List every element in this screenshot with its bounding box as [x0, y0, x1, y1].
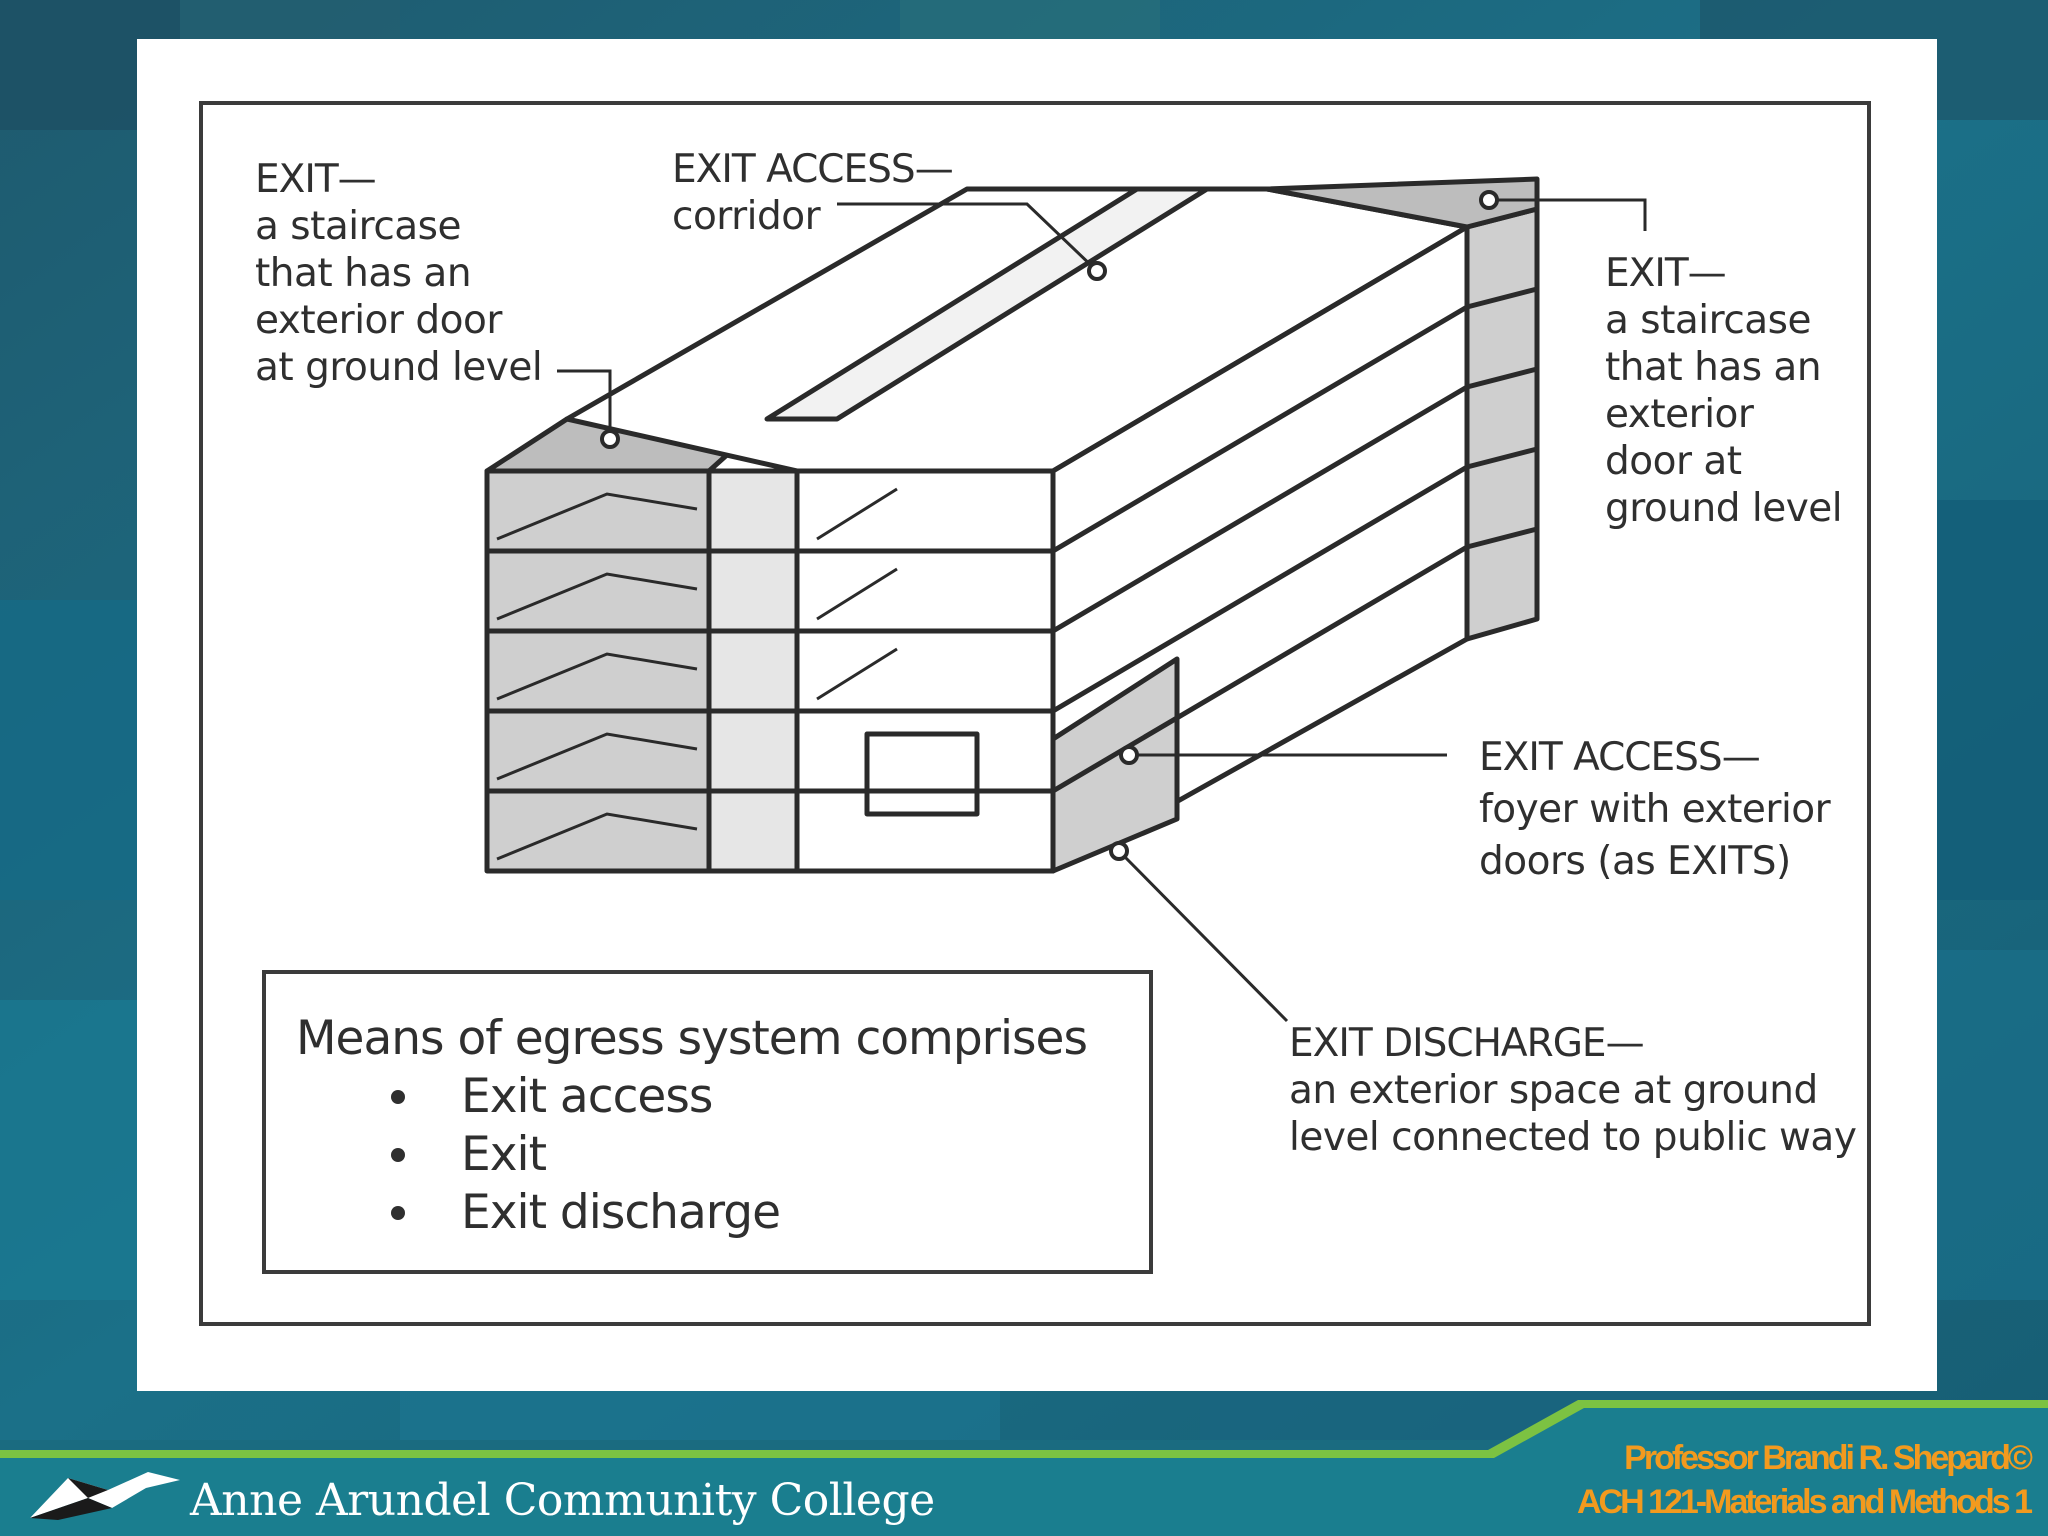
- corridor-front-face: [706, 468, 800, 874]
- footer-band: [0, 1400, 2048, 1536]
- label-exit-discharge-line: an exterior space at ground: [1289, 1068, 1818, 1113]
- label-exit-left: EXIT— a staircase that has an exterior d…: [255, 156, 543, 391]
- egress-building-illustration: [484, 176, 1647, 1023]
- course-title: ACH 121-Materials and Methods 1: [1576, 1483, 2033, 1521]
- summary-item-text: Exit: [461, 1127, 547, 1182]
- callout-dot-foyer: [1119, 745, 1139, 765]
- label-exit-left-line: that has an: [255, 251, 472, 296]
- summary-title: Means of egress system comprises: [296, 1011, 1088, 1066]
- slide-footer: Anne Arundel Community College Professor…: [0, 1400, 2048, 1536]
- seagull-logo-icon: [30, 1472, 180, 1520]
- callout-dot-corridor: [1087, 261, 1107, 281]
- summary-box: Means of egress system comprises Exit ac…: [262, 970, 1153, 1274]
- label-exit-right-line: exterior: [1605, 392, 1754, 437]
- callout-dot-exit-left: [600, 429, 620, 449]
- leader-exit-access-corridor: [837, 202, 1099, 273]
- label-exit-access-foyer: EXIT ACCESS— foyer with exterior doors (…: [1479, 732, 1831, 888]
- slide-card: EXIT— a staircase that has an exterior d…: [137, 39, 1937, 1391]
- list-item: Exit access: [391, 1068, 1149, 1126]
- label-exit-access-corridor-head: EXIT ACCESS—: [672, 147, 954, 192]
- bullet-icon: [391, 1206, 405, 1220]
- label-exit-right-line: door at: [1605, 439, 1742, 484]
- label-exit-access-corridor: EXIT ACCESS— corridor: [672, 146, 954, 240]
- summary-item-text: Exit access: [461, 1069, 713, 1124]
- right-stair-top: [1264, 176, 1540, 230]
- label-exit-access-corridor-line: corridor: [672, 194, 821, 239]
- professor-credit: Professor Brandi R. Shepard©: [1624, 1439, 2033, 1477]
- label-exit-right-line: ground level: [1605, 486, 1843, 531]
- label-exit-right-line: a staircase: [1605, 298, 1811, 343]
- label-exit-right-line: that has an: [1605, 345, 1822, 390]
- label-exit-left-line: a staircase: [255, 204, 461, 249]
- leader-exit-discharge: [1117, 849, 1289, 1023]
- right-stair-tower: [1464, 206, 1540, 642]
- list-item: Exit: [391, 1126, 1149, 1184]
- label-exit-discharge-line: level connected to public way: [1289, 1115, 1857, 1160]
- label-exit-discharge: EXIT DISCHARGE— an exterior space at gro…: [1289, 1020, 1857, 1161]
- summary-list: Exit access Exit Exit discharge: [296, 1068, 1149, 1242]
- label-exit-access-foyer-line: doors (as EXITS): [1479, 839, 1791, 884]
- label-exit-right-head: EXIT—: [1605, 251, 1727, 296]
- callout-dot-exit-right: [1479, 190, 1499, 210]
- summary-item-text: Exit discharge: [461, 1185, 781, 1240]
- leader-exit-left: [557, 369, 612, 431]
- bullet-icon: [391, 1148, 405, 1162]
- corridor-roof: [764, 186, 1210, 422]
- diagram-frame: [199, 101, 1871, 1326]
- label-exit-left-line: at ground level: [255, 345, 543, 390]
- label-exit-right: EXIT— a staircase that has an exterior d…: [1605, 250, 1843, 532]
- bullet-icon: [391, 1090, 405, 1104]
- label-exit-left-head: EXIT—: [255, 157, 377, 202]
- label-exit-discharge-head: EXIT DISCHARGE—: [1289, 1021, 1645, 1066]
- label-exit-access-foyer-head: EXIT ACCESS—: [1479, 735, 1761, 780]
- leader-exit-right: [1489, 198, 1647, 231]
- label-exit-left-line: exterior door: [255, 298, 502, 343]
- label-exit-access-foyer-line: foyer with exterior: [1479, 787, 1831, 832]
- front-opening: [864, 731, 980, 817]
- callout-dot-discharge: [1109, 841, 1129, 861]
- list-item: Exit discharge: [391, 1184, 1149, 1242]
- college-name: Anne Arundel Community College: [190, 1475, 935, 1526]
- foyer-recess: [1050, 656, 1180, 874]
